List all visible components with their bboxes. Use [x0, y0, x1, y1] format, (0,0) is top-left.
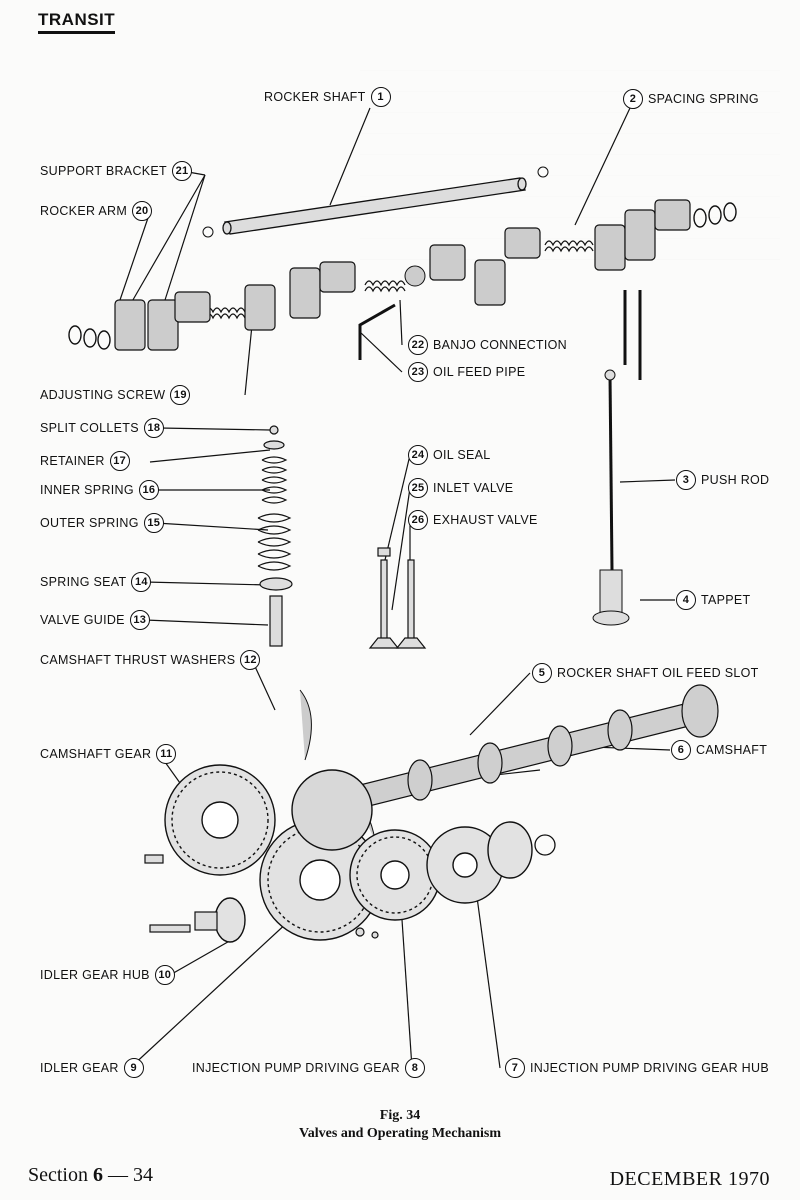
label-oil-feed-pipe: 23 OIL FEED PIPE — [408, 361, 525, 383]
date-footer: DECEMBER 1970 — [609, 1168, 770, 1190]
label-rocker-shaft-oil-feed-slot: 5 ROCKER SHAFT OIL FEED SLOT — [532, 662, 759, 684]
callout-number: 16 — [138, 480, 159, 500]
callout-number: 20 — [132, 201, 153, 221]
label-outer-spring: OUTER SPRING 15 — [40, 512, 164, 534]
label-idler-gear-hub: IDLER GEAR HUB 10 — [40, 964, 175, 986]
label-inner-spring: INNER SPRING 16 — [40, 479, 159, 501]
callout-number: 13 — [129, 610, 150, 630]
label-push-rod: 3 PUSH ROD — [676, 469, 769, 491]
label-spacing-spring: 2 SPACING SPRING — [623, 88, 759, 110]
callout-number: 5 — [532, 663, 552, 683]
figure-title: Valves and Operating Mechanism — [298, 1126, 502, 1141]
callout-number: 23 — [408, 362, 428, 382]
callout-number: 26 — [408, 510, 428, 530]
label-spring-seat: SPRING SEAT 14 — [40, 571, 152, 593]
callout-number: 18 — [143, 418, 164, 438]
label-camshaft: 6 CAMSHAFT — [671, 739, 767, 761]
label-camshaft-gear: CAMSHAFT GEAR 11 — [40, 743, 177, 765]
label-injection-pump-driving-gear: INJECTION PUMP DRIVING GEAR 8 — [192, 1057, 425, 1079]
callout-number: 19 — [170, 385, 191, 405]
callout-number: 17 — [109, 451, 130, 471]
callout-number: 10 — [154, 965, 175, 985]
callout-number: 9 — [123, 1058, 144, 1078]
label-tappet: 4 TAPPET — [676, 589, 751, 611]
label-exhaust-valve: 26 EXHAUST VALVE — [408, 509, 538, 531]
label-split-collets: SPLIT COLLETS 18 — [40, 417, 164, 439]
callout-number: 3 — [676, 470, 696, 490]
section-footer: Section 6 — 34 — [28, 1164, 153, 1186]
callout-number: 22 — [408, 335, 428, 355]
callout-number: 1 — [370, 87, 391, 107]
label-retainer: RETAINER 17 — [40, 450, 130, 472]
label-idler-gear: IDLER GEAR 9 — [40, 1057, 144, 1079]
callout-number: 21 — [172, 161, 192, 181]
callout-number: 2 — [623, 89, 643, 109]
callout-number: 4 — [676, 590, 696, 610]
callout-number: 8 — [404, 1058, 425, 1078]
callout-number: 25 — [408, 478, 428, 498]
callout-number: 11 — [156, 744, 177, 764]
label-injection-pump-driving-gear-hub: 7 INJECTION PUMP DRIVING GEAR HUB — [505, 1057, 769, 1079]
label-rocker-shaft: ROCKER SHAFT 1 — [264, 86, 391, 108]
label-valve-guide: VALVE GUIDE 13 — [40, 609, 150, 631]
callout-number: 14 — [131, 572, 152, 592]
label-banjo-connection: 22 BANJO CONNECTION — [408, 334, 567, 356]
callout-number: 24 — [408, 445, 428, 465]
callout-number: 7 — [505, 1058, 525, 1078]
callout-number: 15 — [143, 513, 164, 533]
callout-number: 12 — [240, 650, 261, 670]
callout-number: 6 — [671, 740, 691, 760]
label-camshaft-thrust-washers: CAMSHAFT THRUST WASHERS 12 — [40, 649, 261, 671]
label-support-bracket: SUPPORT BRACKET 21 — [40, 160, 192, 182]
page-header-title: TRANSIT — [38, 10, 116, 34]
label-adjusting-screw: ADJUSTING SCREW 19 — [40, 384, 191, 406]
label-rocker-arm: ROCKER ARM 20 — [40, 200, 153, 222]
label-inlet-valve: 25 INLET VALVE — [408, 477, 513, 499]
label-oil-seal: 24 OIL SEAL — [408, 444, 491, 466]
figure-number: Fig. 34 — [379, 1108, 421, 1123]
